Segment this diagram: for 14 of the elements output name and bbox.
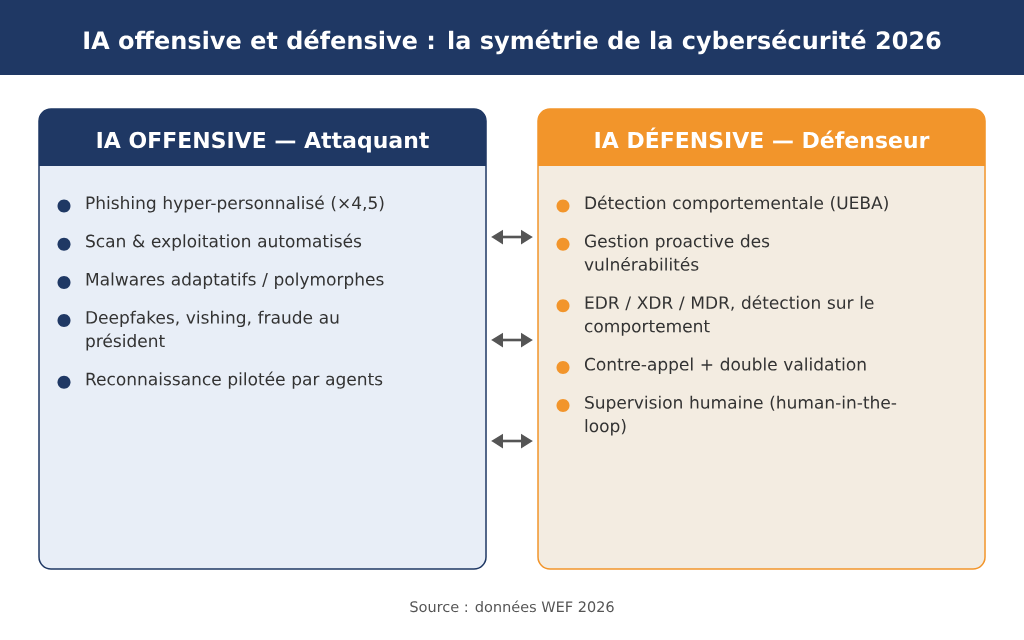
list-item: Détection comportementale (UEBA) bbox=[585, 195, 888, 213]
list-item: Malwares adaptatifs / polymorphes bbox=[86, 272, 384, 289]
panel-header: IA OFFENSIVE — Attaquant bbox=[39, 109, 486, 166]
panel-header: IA DÉFENSIVE — Défenseur bbox=[538, 109, 985, 166]
list-item: Gestion proactive des vulnérabilités bbox=[584, 234, 770, 271]
title-bar: IA offensive et défensive : la symétrie de la cybersécurité 2026 bbox=[0, 0, 1024, 75]
list-item: Supervision humaine (human-in-the-loop) bbox=[585, 395, 897, 436]
list-item: Phishing hyper-personnalisé (×4,5) bbox=[86, 195, 384, 213]
list-item: Contre-appel + double validation bbox=[584, 357, 866, 374]
list-item: Reconnaissance pilotée par agents bbox=[86, 371, 383, 389]
list-item: Deepfakes, vishing, fraude au président bbox=[86, 310, 339, 351]
list-item: Scan & exploitation automatisés bbox=[86, 233, 362, 251]
list-item: EDR / XDR / MDR, détection sur le comportement bbox=[584, 295, 874, 336]
source-note: Source : données WEF 2026 bbox=[410, 600, 614, 613]
